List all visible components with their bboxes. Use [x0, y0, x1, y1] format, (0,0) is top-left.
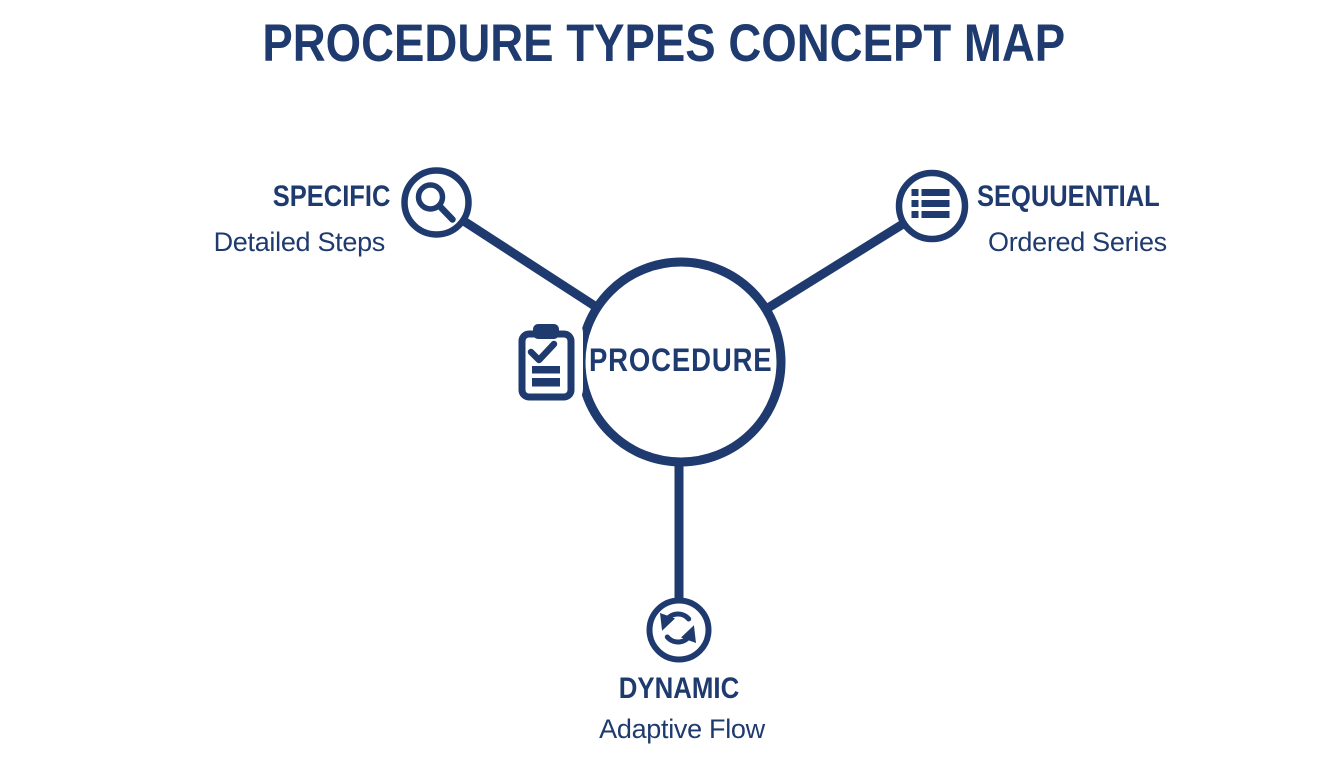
specific-node-circle	[401, 167, 472, 238]
dynamic-node-circle	[646, 597, 712, 663]
sync-icon	[660, 611, 696, 645]
sequential-node-sublabel: Ordered Series	[988, 227, 1167, 257]
dynamic-node-label: DYNAMIC	[618, 672, 740, 705]
list-icon	[911, 189, 950, 218]
specific-node-sublabel: Detailed Steps	[213, 227, 386, 257]
clipboard-check-icon	[507, 317, 583, 405]
specific-node-label: SPECIFIC	[272, 180, 390, 213]
magnifier-icon	[415, 182, 456, 223]
page-title: PROCEDURE TYPES CONCEPT MAP	[262, 14, 1065, 73]
dynamic-node-sublabel: Adaptive Flow	[599, 714, 765, 744]
center-node-label: PROCEDURE	[589, 342, 773, 378]
sequential-node-label: SEQUUENTIAL	[977, 180, 1160, 213]
